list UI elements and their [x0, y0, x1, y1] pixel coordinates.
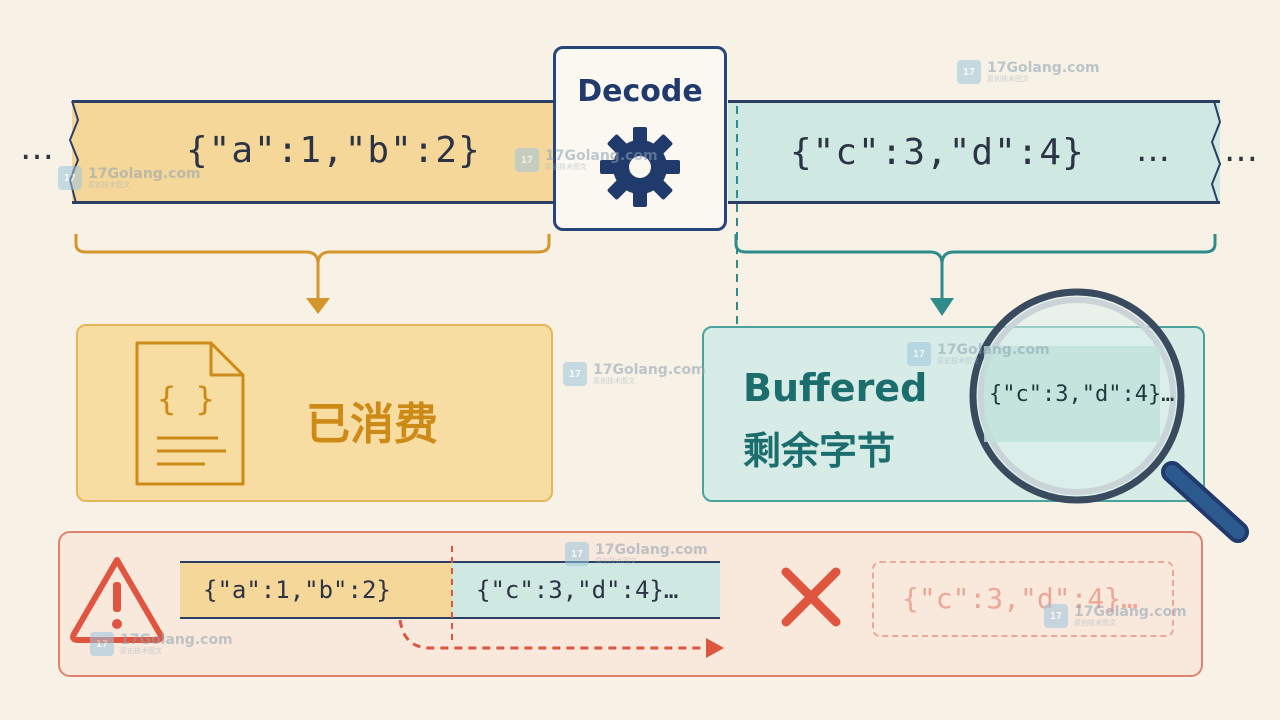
bottom-buffered-segment: [452, 561, 720, 619]
watermark-logo-icon: 17: [563, 362, 587, 386]
tape-ellipsis: …: [1136, 130, 1172, 170]
json-file-icon: [135, 341, 245, 486]
consumed-brace: [74, 234, 551, 265]
decoder-label: Decode: [577, 74, 703, 109]
watermark-logo-icon: 17: [1044, 604, 1068, 628]
gear-icon: [600, 127, 680, 207]
watermark-text: 17Golang.com: [88, 165, 201, 182]
watermark-sub: 原创技术图文: [120, 646, 162, 655]
watermark-sub: 原创技术图文: [1074, 618, 1116, 627]
cross-icon: [781, 567, 841, 627]
consumed-box: [76, 324, 553, 502]
watermark-sub: 原创技术图文: [937, 356, 979, 365]
watermark-text: 17Golang.com: [937, 341, 1050, 358]
watermark-logo-icon: 17: [907, 342, 931, 366]
bottom-consumed-text: {"a":1,"b":2}: [203, 576, 391, 604]
consumed-stream-segment: [72, 100, 554, 204]
leading-ellipsis: …: [20, 128, 56, 168]
lost-data-box: [872, 561, 1174, 637]
watermark-text: 17Golang.com: [593, 361, 706, 378]
consumed-json-text: {"a":1,"b":2}: [186, 130, 481, 171]
bottom-buffered-text: {"c":3,"d":4}…: [476, 576, 679, 604]
tape-torn-edge-right: [1210, 100, 1222, 204]
watermark-text: 17Golang.com: [120, 631, 233, 648]
watermark-logo-icon: 17: [515, 148, 539, 172]
buffered-stream-segment: [728, 100, 1220, 204]
consumed-label: 已消费: [306, 399, 438, 450]
watermark-logo-icon: 17: [58, 166, 82, 190]
watermark-text: 17Golang.com: [1074, 603, 1187, 620]
watermark-logo-icon: 17: [957, 60, 981, 84]
json-file-glyph: { }: [157, 380, 215, 418]
watermark-text: 17Golang.com: [987, 59, 1100, 76]
buffered-subtitle: 剩余字节: [743, 429, 896, 473]
warning-icon: [70, 557, 164, 643]
watermark-sub: 原创技术图文: [88, 180, 130, 189]
buffered-json-text: {"c":3,"d":4}: [790, 132, 1085, 173]
watermark-sub: 原创技术图文: [545, 162, 587, 171]
watermark-text: 17Golang.com: [595, 541, 708, 558]
lost-data-text: {"c":3,"d":4}…: [902, 582, 1139, 615]
watermark-logo-icon: 17: [90, 632, 114, 656]
misread-arrow-head: [706, 638, 724, 658]
bottom-consumed-segment: [180, 561, 452, 619]
watermark-text: 17Golang.com: [545, 147, 658, 164]
watermark-logo-icon: 17: [565, 542, 589, 566]
watermark-sub: 原创技术图文: [987, 74, 1029, 83]
misread-arrow: [398, 619, 706, 650]
magnifier-icon: [969, 288, 1249, 543]
buffered-brace: [734, 234, 1217, 265]
watermark-sub: 原创技术图文: [593, 376, 635, 385]
consumed-arrow-head: [306, 298, 330, 314]
buffered-title: Buffered: [743, 366, 928, 410]
magnified-buffered-text: {"c":3,"d":4}…: [989, 382, 1175, 407]
trailing-ellipsis: …: [1224, 130, 1260, 170]
watermark-sub: 原创技术图文: [595, 556, 637, 565]
buffered-arrow-head: [930, 298, 954, 316]
